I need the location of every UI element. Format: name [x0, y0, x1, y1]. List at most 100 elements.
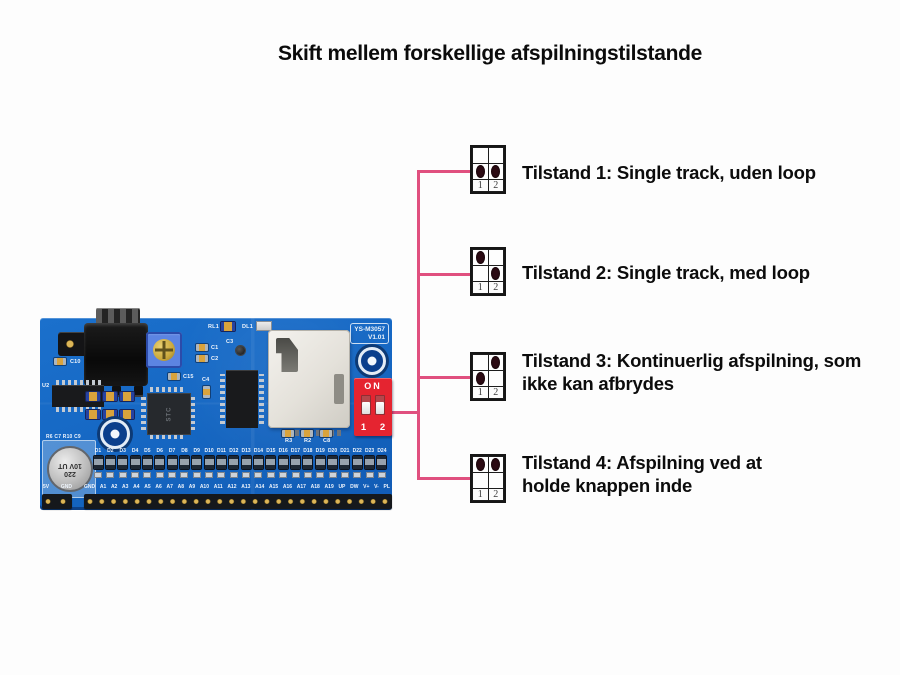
diode-pad [377, 472, 386, 478]
pin-label: GND [60, 484, 72, 490]
qfp-pins-right [190, 396, 195, 430]
pin-label: A5 [144, 484, 151, 490]
dip-diagram-mode-4: 1 2 [470, 454, 506, 503]
model-silkscreen: YS-M3057 V1.01 [350, 323, 389, 344]
passive-component [103, 392, 117, 401]
soic8-pins-top [56, 380, 102, 385]
pin-label: A4 [133, 484, 140, 490]
silk-c8: C8 [323, 438, 331, 444]
diode-label: D12 [229, 448, 239, 454]
switch1-number: 1 [472, 179, 489, 192]
diode-body [155, 456, 165, 469]
diode-component-row [92, 456, 388, 478]
diode-body [130, 456, 140, 469]
diode-label: D13 [241, 448, 251, 454]
dip-number-1: 1 [360, 422, 367, 433]
mode-2-label: Tilstand 2: Single track, med loop [522, 262, 810, 283]
diode-label: D14 [253, 448, 264, 454]
diode-pad [254, 472, 263, 478]
diode-label: D10 [204, 448, 214, 454]
diode-component [265, 456, 277, 478]
pin-label: A15 [268, 484, 279, 490]
dip-number-2: 2 [379, 422, 386, 433]
diode-body [365, 456, 375, 469]
dip-switch-1-slider [361, 395, 371, 415]
mounting-hole-top-right [358, 347, 386, 375]
diode-label: D16 [278, 448, 288, 454]
switch1-down-cell [472, 472, 489, 489]
qfp-pins-left [141, 396, 146, 430]
diode-component [92, 456, 104, 478]
diode-component [141, 456, 153, 478]
diode-component [240, 456, 252, 478]
diode-label: D22 [352, 448, 362, 454]
diode-pad [205, 472, 214, 478]
silk-row-labels: R6 C7 R10 C9 [46, 434, 81, 440]
capacitor-c8-body [320, 430, 332, 437]
soic8-pins-bottom [56, 407, 102, 412]
diode-label: D11 [216, 448, 226, 454]
volume-trimpot [146, 332, 182, 368]
jack-leg [134, 386, 143, 397]
silk-c15: C15 [183, 374, 194, 380]
diode-body [340, 456, 350, 469]
diode-component [252, 456, 264, 478]
diode-body [315, 456, 325, 469]
mcu-chip: STC [147, 393, 191, 435]
diode-pad [328, 472, 337, 478]
pin-label: A14 [255, 484, 265, 490]
connector-feed-line [391, 411, 420, 414]
pin-label: A7 [166, 484, 173, 490]
diode-label: D6 [156, 448, 163, 454]
diode-pad [279, 472, 288, 478]
switch1-up-cell [472, 249, 489, 266]
diode-pad [242, 472, 251, 478]
pin-label: GND [84, 484, 96, 490]
switch1-up-cell [472, 147, 489, 164]
capacitor-c2 [196, 355, 208, 362]
passive-component [86, 410, 100, 419]
diode-label: D8 [181, 448, 188, 454]
mode-4-label: Tilstand 4: Afspilning ved at holde knap… [522, 452, 762, 496]
diode-body [291, 456, 300, 469]
diode-label: D7 [168, 448, 176, 454]
mode-3-label: Tilstand 3: Kontinuerlig afspilning, som… [522, 350, 862, 394]
pin-label: V- [374, 484, 379, 490]
diode-body [352, 456, 362, 469]
pin-label: 5V [43, 484, 50, 490]
diode-body [167, 456, 177, 469]
diode-pad [106, 472, 115, 478]
switch2-number: 2 [487, 488, 504, 501]
diode-pad [365, 472, 374, 478]
silk-c2: C2 [211, 356, 219, 362]
diode-body [266, 456, 276, 469]
diode-label: D9 [193, 448, 200, 454]
diode-component [376, 456, 388, 478]
pin-label: A13 [241, 484, 251, 490]
diode-body [303, 456, 313, 469]
pcb-board: C10 U2 STC RL1 DL1 [40, 308, 392, 510]
switch1-down-cell [472, 265, 489, 282]
silk-r3: R3 [285, 438, 293, 444]
switch1-number: 1 [472, 488, 489, 501]
soic16-pins-left [220, 374, 225, 424]
diode-pad [340, 472, 349, 478]
dip-switch-2-slider [375, 395, 385, 415]
diode-body [229, 456, 239, 469]
diode-label: D1 [94, 448, 102, 454]
switch1-down-cell [472, 370, 489, 387]
pin-label: A8 [177, 484, 184, 490]
silk-u2: U2 [42, 383, 50, 389]
diode-label: D18 [303, 448, 313, 454]
mcu-label: STC [166, 406, 172, 422]
pin-label: A16 [282, 484, 293, 490]
diode-label: D21 [340, 448, 350, 454]
qfp-pins-bottom [150, 434, 186, 439]
diode-body [93, 456, 103, 469]
resistor-r2-body [301, 430, 313, 437]
switch2-up-cell [487, 456, 504, 473]
switch2-number: 2 [487, 386, 504, 399]
switch2-number: 2 [487, 179, 504, 192]
diode-body [118, 456, 128, 469]
dip-diagram-mode-2: 1 2 [470, 247, 506, 296]
